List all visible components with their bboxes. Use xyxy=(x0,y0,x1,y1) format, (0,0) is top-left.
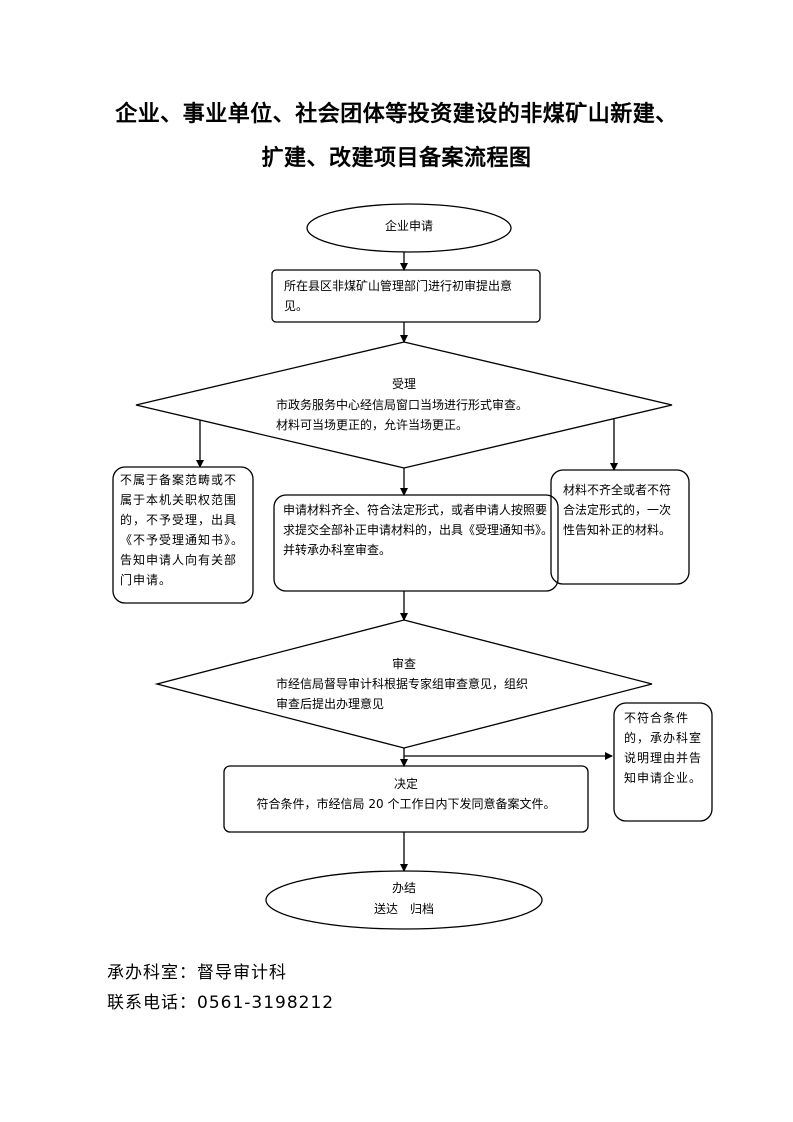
reject-scope-text: 不属于备案范畴或不属于本机关职权范围的，不予受理，出具《不予受理通知书》。告知申… xyxy=(120,473,245,587)
page-title-line-1: 企业、事业单位、社会团体等投资建设的非煤矿山新建、 xyxy=(115,101,678,127)
finish-body: 送达 归档 xyxy=(373,902,434,916)
accepted-text: 申请材料齐全、符合法定形式，或者申请人按照要求提交全部补正申请材料的，出具《受理… xyxy=(283,503,554,557)
page-title-line-2: 扩建、改建项目备案流程图 xyxy=(261,145,532,171)
accept-heading: 受理 xyxy=(391,377,416,391)
incomplete-box xyxy=(550,469,690,585)
footer-department: 承办科室：督导审计科 xyxy=(107,963,287,983)
not-qualified-box xyxy=(613,702,713,822)
finish-heading: 办结 xyxy=(391,881,416,895)
not-qualified-text: 不符合条件的，承办科室说明理由并告知申请企业。 xyxy=(624,711,703,785)
reject-scope-box xyxy=(112,466,254,604)
review-body: 市经信局督导审计科根据专家组审查意见，组织审查后提出办理意见 xyxy=(276,677,529,711)
start-ellipse xyxy=(306,203,512,253)
review-heading: 审查 xyxy=(391,657,416,671)
initial-review-text: 所在县区非煤矿山管理部门进行初审提出意见。 xyxy=(284,279,513,313)
start-label: 企业申请 xyxy=(384,219,433,233)
decision-heading: 决定 xyxy=(393,777,418,791)
accept-body: 市政务服务中心经信局窗口当场进行形式审查。材料可当场更正的，允许当场更正。 xyxy=(276,398,529,432)
decision-body: 符合条件，市经信局 20 个工作日内下发同意备案文件。 xyxy=(256,797,556,811)
incomplete-text: 材料不齐全或者不符合法定形式的，一次性告知补正的材料。 xyxy=(563,483,672,537)
footer-phone: 联系电话：0561-3198212 xyxy=(107,993,335,1013)
accepted-box xyxy=(273,494,559,592)
